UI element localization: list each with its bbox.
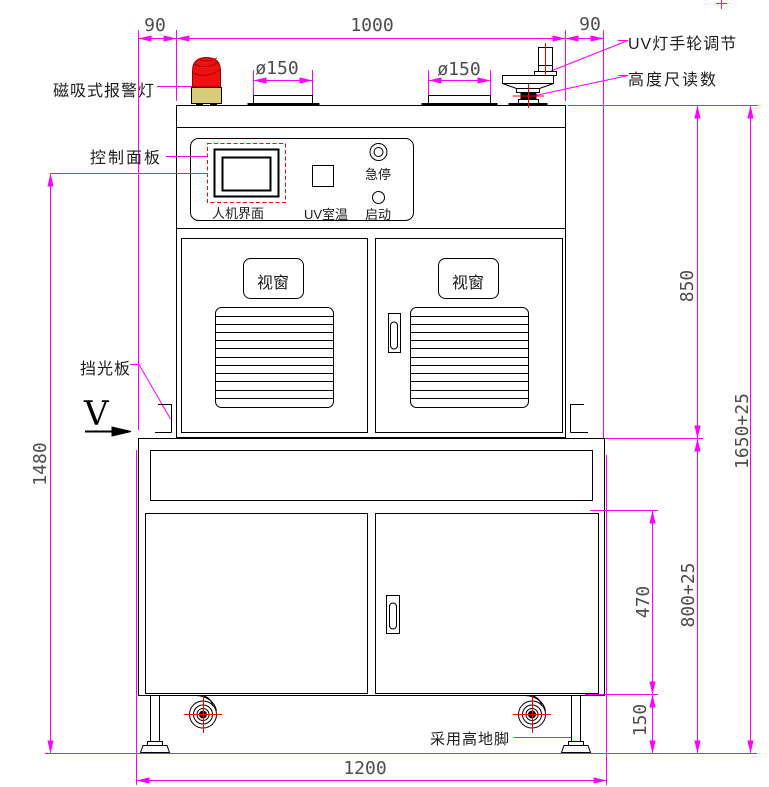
leader-light-shield (130, 364, 171, 420)
dim-text-850: 850 (677, 269, 698, 303)
window-right-frame (438, 258, 499, 299)
dim-text-150: 150 (630, 703, 651, 737)
base-cabinet (138, 438, 605, 696)
label-height-gauge: 高度尺读数 (628, 72, 719, 89)
light-shield-left (155, 404, 172, 433)
lower-door-handle-grip (389, 602, 397, 630)
label-start: 启动 (365, 207, 392, 222)
red-details (184, 43, 551, 733)
louver-right-slats (411, 316, 528, 399)
alarm-foot-2 (210, 103, 217, 106)
start-button (372, 191, 385, 204)
louver-left (215, 307, 334, 408)
alarm-base (191, 87, 222, 104)
dim-text-470: 470 (633, 585, 654, 619)
label-estop: 急停 (365, 167, 392, 182)
light-shield-right (570, 404, 588, 433)
dimension-lines (45, 0, 758, 785)
dim-text-dia-left: ø150 (255, 58, 299, 79)
control-panel-plate (190, 138, 414, 221)
label-hmi: 人机界面 (212, 206, 265, 221)
lower-door-left (145, 513, 368, 694)
uv-temp-meter (312, 165, 334, 187)
machine-outline (85, 47, 605, 753)
hmi-screen (221, 156, 272, 192)
label-control-panel: 控制面板 (90, 150, 163, 167)
foot-left (139, 695, 171, 753)
louver-left-slats (216, 316, 333, 399)
leader-handwheel (550, 40, 629, 72)
estop-button-inner (373, 147, 384, 157)
hmi-red-dashed-frame (207, 143, 286, 203)
dim-text-1480: 1480 (30, 442, 51, 486)
upper-door-right (375, 238, 563, 433)
dim-text-90-right: 90 (579, 14, 601, 35)
hmi-frame (213, 148, 280, 198)
upper-door-left (181, 238, 368, 433)
view-arrow-head (111, 426, 132, 437)
window-left-frame (243, 258, 304, 299)
louver-right (410, 307, 529, 408)
alarm-dome-streaks (192, 57, 221, 76)
vent-right (428, 95, 491, 104)
upper-door-handle-grip (390, 321, 398, 350)
alarm-light (191, 56, 222, 106)
alarm-foot-1 (196, 103, 203, 106)
lower-door-handle (386, 595, 400, 634)
upper-door-handle (388, 313, 401, 353)
dim-text-1000: 1000 (350, 15, 394, 36)
label-window-left: 视窗 (257, 275, 290, 292)
dim-text-90-left: 90 (144, 15, 166, 36)
leader-gauge (532, 75, 629, 97)
dim-text-1200: 1200 (343, 758, 387, 779)
view-direction-marker: V (84, 394, 109, 434)
label-leveling-feet: 采用高地脚 (430, 731, 511, 748)
dim-text-dia-right: ø150 (437, 59, 481, 80)
dim-text-800: 800+25 (678, 562, 699, 628)
vent-right-base (421, 103, 498, 106)
handwheel-disc (502, 75, 554, 84)
vent-left (253, 95, 313, 104)
label-alarm-light: 磁吸式报警灯 (53, 83, 156, 100)
label-window-right: 视窗 (452, 275, 485, 292)
label-uv-handwheel: UV灯手轮调节 (628, 36, 738, 53)
label-light-shield: 挡光板 (80, 361, 132, 378)
lower-door-right (375, 513, 599, 694)
label-uv-temp: UV室温 (304, 207, 349, 222)
estop-button-outer (369, 143, 388, 161)
foot-right (560, 695, 592, 753)
vent-left-base (247, 103, 320, 106)
base-slot (150, 450, 593, 501)
dim-text-1650: 1650+25 (732, 393, 753, 469)
upper-cabinet (176, 105, 566, 438)
